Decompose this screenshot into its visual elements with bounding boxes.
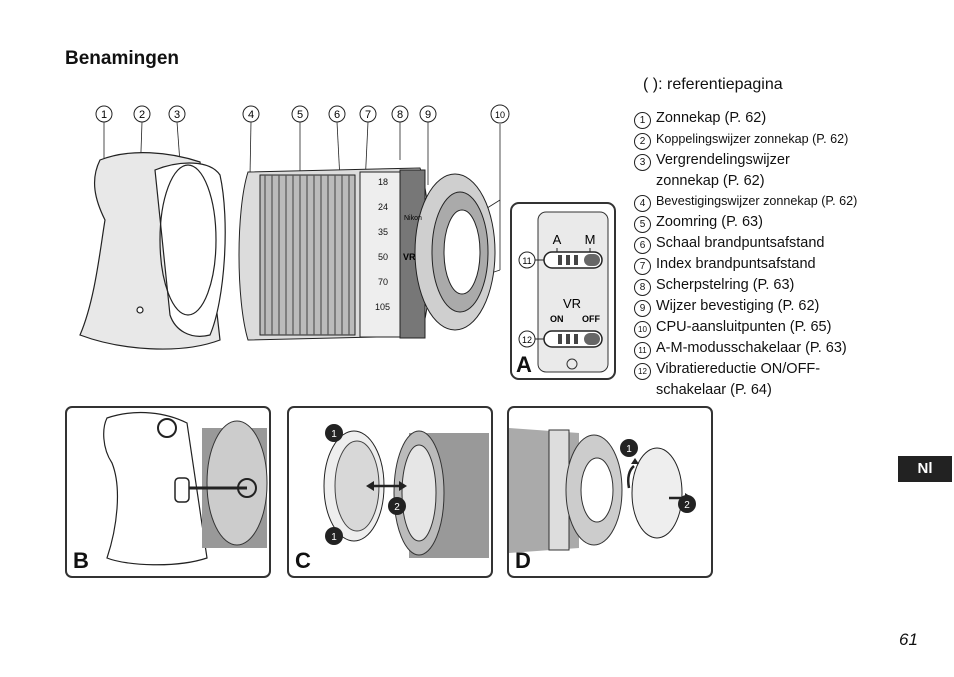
step-2: 2 — [684, 500, 690, 511]
callout-row: 1 2 3 4 5 6 7 8 9 10 — [95, 104, 510, 124]
step-2: 2 — [394, 502, 400, 513]
step-1-bottom: 1 — [331, 532, 337, 543]
part-item: 2 Koppelingswijzer zonnekap (P. 62) — [634, 129, 894, 150]
part-item: 12 Vibratiereductie ON/OFF-schakelaar (P.… — [634, 359, 894, 400]
panel-letter-c: C — [295, 548, 311, 573]
panel-b: B — [65, 406, 271, 578]
panel-d: 1 2 D — [507, 406, 713, 578]
lens-diagram: 1 2 3 4 5 6 7 8 9 10 — [79, 104, 510, 350]
svg-text:8: 8 — [397, 109, 403, 121]
panel-c: 1 2 1 C — [287, 406, 493, 578]
callout-5: 5 — [291, 105, 309, 123]
mode-a-label: A — [553, 232, 562, 247]
step-1-top: 1 — [331, 429, 337, 440]
part-item: 3 Vergrendelingswijzer zonnekap (P. 62) — [634, 150, 894, 191]
part-item: 1 Zonnekap (P. 62) — [634, 108, 894, 129]
part-item: 6 Schaal brandpuntsafstand — [634, 233, 894, 254]
svg-text:3: 3 — [174, 109, 180, 121]
scale-70: 70 — [378, 277, 388, 287]
part-label: Vibratiereductie ON/OFF-schakelaar (P. 6… — [656, 361, 821, 398]
language-tab: Nl — [898, 456, 952, 482]
parts-list: 1 Zonnekap (P. 62) 2 Koppelingswijzer zonn… — [634, 108, 894, 400]
scale-18: 18 — [378, 177, 388, 187]
part-number: 9 — [634, 300, 651, 317]
part-number: 10 — [634, 321, 651, 338]
lens-brand-marking: Nikon — [404, 215, 422, 222]
vr-label: VR — [563, 296, 581, 311]
scale-105: 105 — [375, 302, 390, 312]
part-item: 11 A-M-modusschakelaar (P. 63) — [634, 338, 894, 359]
part-number: 8 — [634, 279, 651, 296]
part-number: 6 — [634, 237, 651, 254]
callout-11: 11 — [522, 256, 531, 266]
svg-text:6: 6 — [334, 109, 340, 121]
panel-letter-d: D — [515, 548, 531, 573]
svg-text:4: 4 — [248, 109, 254, 121]
switch-panel-a: A M VR ON OFF 11 12 A — [510, 202, 616, 380]
part-number: 2 — [634, 133, 651, 150]
part-label: Schaal brandpuntsafstand — [656, 235, 825, 251]
lens-vr-marking: VR — [403, 252, 416, 262]
callout-12: 12 — [522, 335, 532, 345]
part-number: 11 — [634, 342, 651, 359]
reference-note: ( ): referentiepagina — [643, 76, 783, 93]
part-item: 10 CPU-aansluitpunten (P. 65) — [634, 317, 894, 338]
mode-m-label: M — [585, 232, 596, 247]
part-item: 8 Scherpstelring (P. 63) — [634, 275, 894, 296]
callout-3: 3 — [168, 105, 186, 123]
part-label: Index brandpuntsafstand — [656, 256, 816, 272]
callout-9: 9 — [419, 105, 437, 123]
callout-6: 6 — [328, 105, 346, 123]
part-label: A-M-modusschakelaar (P. 63) — [656, 340, 847, 356]
callout-10: 10 — [490, 104, 510, 124]
part-number: 4 — [634, 195, 651, 212]
callout-4: 4 — [242, 105, 260, 123]
part-label: Koppelingswijzer zonnekap (P. 62) — [656, 132, 849, 146]
svg-text:5: 5 — [297, 109, 303, 121]
callout-1: 1 — [95, 105, 113, 123]
svg-text:2: 2 — [139, 109, 145, 121]
vr-off-label: OFF — [582, 314, 600, 324]
focal-length-scale: 18 24 35 50 70 105 — [375, 177, 390, 312]
callout-7: 7 — [359, 105, 377, 123]
part-label: Scherpstelring (P. 63) — [656, 277, 795, 293]
scale-24: 24 — [378, 202, 388, 212]
part-number: 7 — [634, 258, 651, 275]
part-label: Zonnekap (P. 62) — [656, 110, 767, 126]
part-item: 4 Bevestigingswijzer zonnekap (P. 62) — [634, 191, 894, 212]
part-label: Zoomring (P. 63) — [656, 214, 763, 230]
vr-on-label: ON — [550, 314, 564, 324]
part-number: 12 — [634, 363, 651, 380]
svg-text:1: 1 — [101, 109, 107, 121]
page-title: Benamingen — [65, 48, 180, 69]
scale-35: 35 — [378, 227, 388, 237]
part-item: 7 Index brandpuntsafstand — [634, 254, 894, 275]
page-number: 61 — [899, 630, 918, 649]
part-label: CPU-aansluitpunten (P. 65) — [656, 319, 832, 335]
callout-8: 8 — [391, 105, 409, 123]
svg-text:9: 9 — [425, 109, 431, 121]
callout-2: 2 — [133, 105, 151, 123]
part-item: 9 Wijzer bevestiging (P. 62) — [634, 296, 894, 317]
part-number: 1 — [634, 112, 651, 129]
scale-50: 50 — [378, 252, 388, 262]
lens-barrel — [238, 167, 496, 341]
panel-letter-b: B — [73, 548, 89, 573]
step-1: 1 — [626, 444, 632, 455]
svg-text:10: 10 — [495, 110, 505, 120]
part-number: 3 — [634, 154, 651, 171]
part-number: 5 — [634, 216, 651, 233]
part-label: Bevestigingswijzer zonnekap (P. 62) — [656, 194, 858, 208]
part-label: Vergrendelingswijzer zonnekap (P. 62) — [656, 152, 790, 189]
lens-hood — [79, 152, 226, 350]
part-label: Wijzer bevestiging (P. 62) — [656, 298, 820, 314]
part-item: 5 Zoomring (P. 63) — [634, 212, 894, 233]
svg-text:7: 7 — [365, 109, 371, 121]
panel-letter-a: A — [516, 352, 532, 377]
